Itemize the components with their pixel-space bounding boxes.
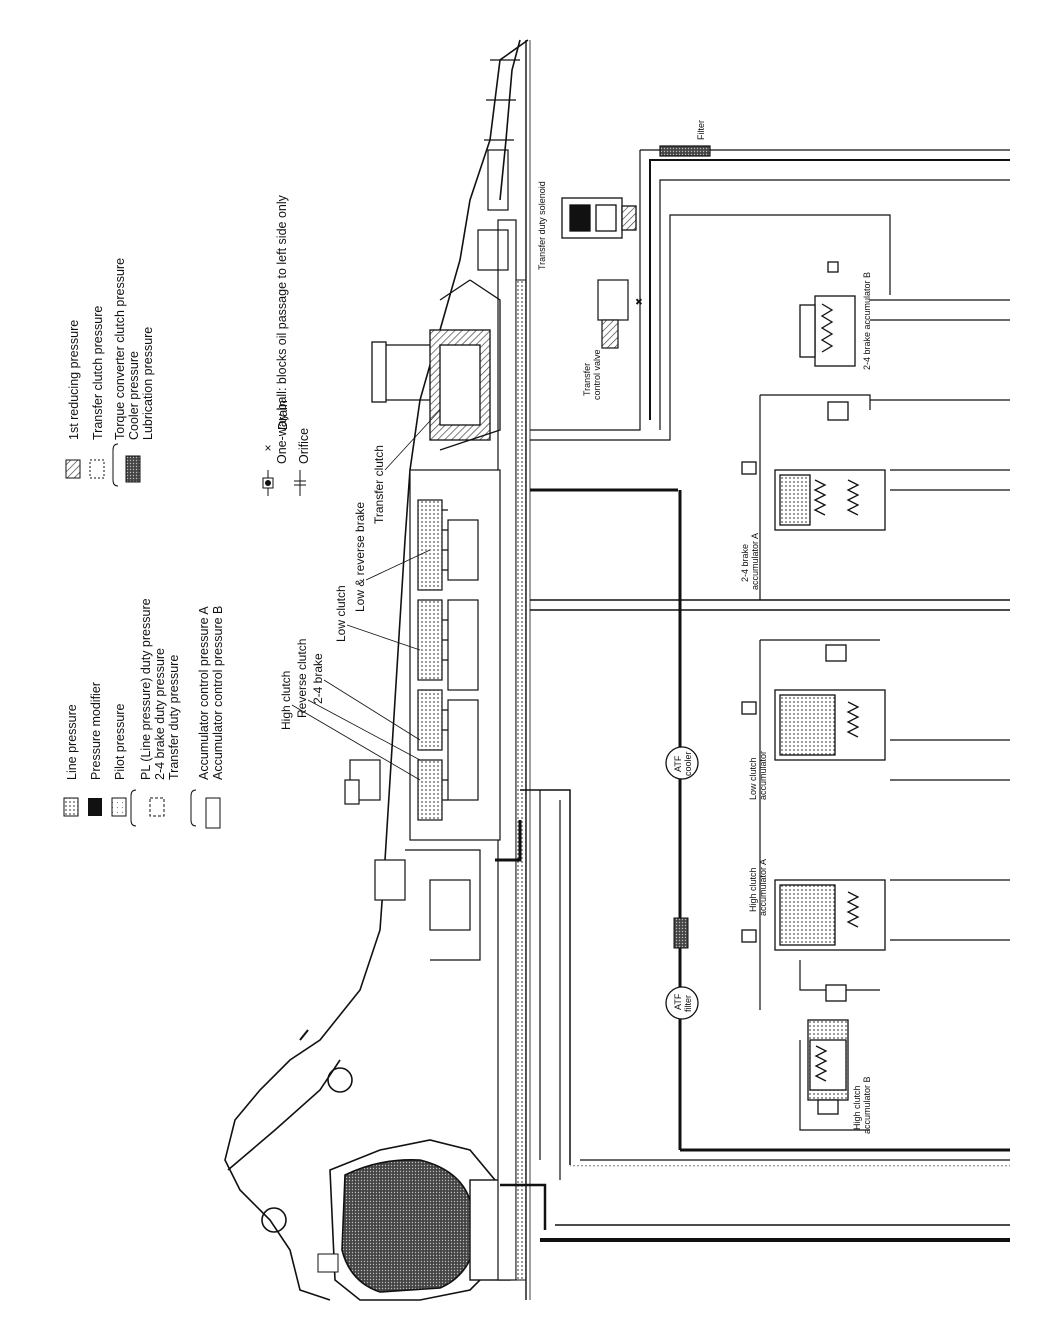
label-high-clutch: High clutch: [279, 671, 293, 730]
filter-element: [659, 145, 711, 157]
legend-text-left: Line pressure Pressure modifier Pilot pr…: [65, 598, 225, 780]
label-high-clutch-accumulator-b-1: High clutch: [852, 1085, 862, 1130]
legend-2-4-brake-duty: 2-4 brake duty pressure: [153, 648, 167, 780]
label-transfer-clutch: Transfer clutch: [372, 445, 386, 524]
rear-housing: [477, 59, 520, 271]
main-shaft: [497, 40, 531, 1300]
legend-lubrication: Lubrication pressure: [141, 327, 155, 440]
legend-pilot-pressure: Pilot pressure: [113, 704, 127, 780]
swatch-transfer-clutch: [89, 459, 105, 479]
high-clutch-accumulator-b: [807, 1019, 849, 1115]
transfer-control-valve: ×: [597, 279, 643, 349]
label-brake-accumulator-a-1: 2-4 brake: [740, 544, 750, 582]
transfer-section: [371, 279, 501, 451]
leader-lines: [291, 409, 441, 781]
label-filter: Filter: [696, 120, 706, 140]
label-reverse-clutch: Reverse clutch: [295, 639, 309, 718]
legend-line-pressure: Line pressure: [65, 704, 79, 780]
clutch-pack: [344, 469, 501, 961]
swatch-pilot-pressure: [111, 797, 127, 817]
label-high-clutch-accumulator-a-2: accumulator A: [758, 859, 768, 916]
low-clutch-accumulator: [741, 644, 886, 761]
label-low-clutch-accumulator-1: Low clutch: [748, 757, 758, 800]
legend-transfer-duty: Transfer duty pressure: [167, 655, 181, 780]
label-brake-accumulator-b: 2-4 brake accumulator B: [862, 272, 872, 370]
hydraulic-lines: [495, 149, 1010, 1242]
legend-symbols: × One-way ball: blocks oil passage to le…: [262, 194, 311, 496]
drain-symbol: ×: [264, 441, 271, 455]
label-atf-filter-2: filter: [683, 995, 693, 1012]
transfer-duty-solenoid: [561, 197, 637, 239]
swatch-pressure-modifier: [88, 798, 102, 816]
legend-torque-converter: Torque converter clutch pressure: [113, 258, 127, 440]
swatch-accumulator-control: [205, 797, 221, 829]
legend-1st-reducing: 1st reducing pressure: [67, 320, 81, 440]
legend-swatches-left: [63, 789, 221, 829]
brace-duty: [130, 789, 137, 827]
legend: Line pressure Pressure modifier Pilot pr…: [63, 194, 311, 829]
swatch-converter-cooler-lube: [125, 455, 141, 483]
legend-one-way-ball: One-way ball: blocks oil passage to left…: [275, 194, 289, 464]
brake-accumulator-a: [741, 461, 886, 531]
one-way-ball-symbol: [262, 470, 274, 496]
orifice-symbol: [294, 470, 306, 496]
component-labels: High clutch Reverse clutch 2-4 brake Low…: [279, 120, 872, 1134]
swatch-line-pressure: [63, 797, 79, 817]
label-high-clutch-accumulator-a-1: High clutch: [748, 867, 758, 912]
label-high-clutch-accumulator-b-2: accumulator B: [862, 1076, 872, 1134]
legend-orifice: Orifice: [297, 428, 311, 464]
legend-acc-control-b: Accumulator control pressure B: [211, 606, 225, 780]
label-atf-filter-1: ATF: [673, 993, 683, 1010]
accumulators: [741, 261, 886, 1115]
legend-drain: Drain: [276, 400, 290, 430]
brace-accumulator: [190, 789, 197, 827]
brace-converter: [112, 443, 119, 487]
legend-acc-control-a: Accumulator control pressure A: [197, 606, 211, 780]
legend-text-right: 1st reducing pressure Transfer clutch pr…: [67, 258, 155, 440]
inline-fitting: [673, 917, 689, 949]
legend-transfer-clutch-pressure: Transfer clutch pressure: [91, 306, 105, 440]
drain-mark: ×: [636, 297, 642, 308]
label-low-clutch: Low clutch: [334, 585, 348, 642]
atf-cooler: [665, 746, 699, 780]
label-low-clutch-accumulator-2: accumulator: [758, 751, 768, 800]
label-transfer-control-valve-2: control valve: [592, 349, 602, 400]
legend-swatches-right: [65, 443, 141, 487]
swatch-1st-reducing: [65, 459, 81, 479]
label-transfer-control-valve-1: Transfer: [582, 363, 592, 396]
brake-accumulator-b: [799, 261, 856, 421]
torque-converter: [317, 1158, 511, 1293]
label-2-4-brake: 2-4 brake: [311, 653, 325, 704]
label-brake-accumulator-a-2: accumulator A: [750, 533, 760, 590]
swatch-duty-pressures: [149, 797, 165, 817]
legend-pl-duty: PL (Line pressure) duty pressure: [139, 598, 153, 780]
label-transfer-duty-solenoid: Transfer duty solenoid: [537, 181, 547, 270]
legend-pressure-modifier: Pressure modifier: [89, 682, 103, 780]
label-atf-cooler-2: cooler: [683, 751, 693, 776]
atf-filter: [665, 986, 699, 1020]
high-clutch-accumulator-a: [741, 879, 886, 1002]
legend-cooler: Cooler pressure: [127, 351, 141, 440]
label-low-reverse-brake: Low & reverse brake: [353, 502, 367, 612]
label-atf-cooler-1: ATF: [673, 755, 683, 772]
